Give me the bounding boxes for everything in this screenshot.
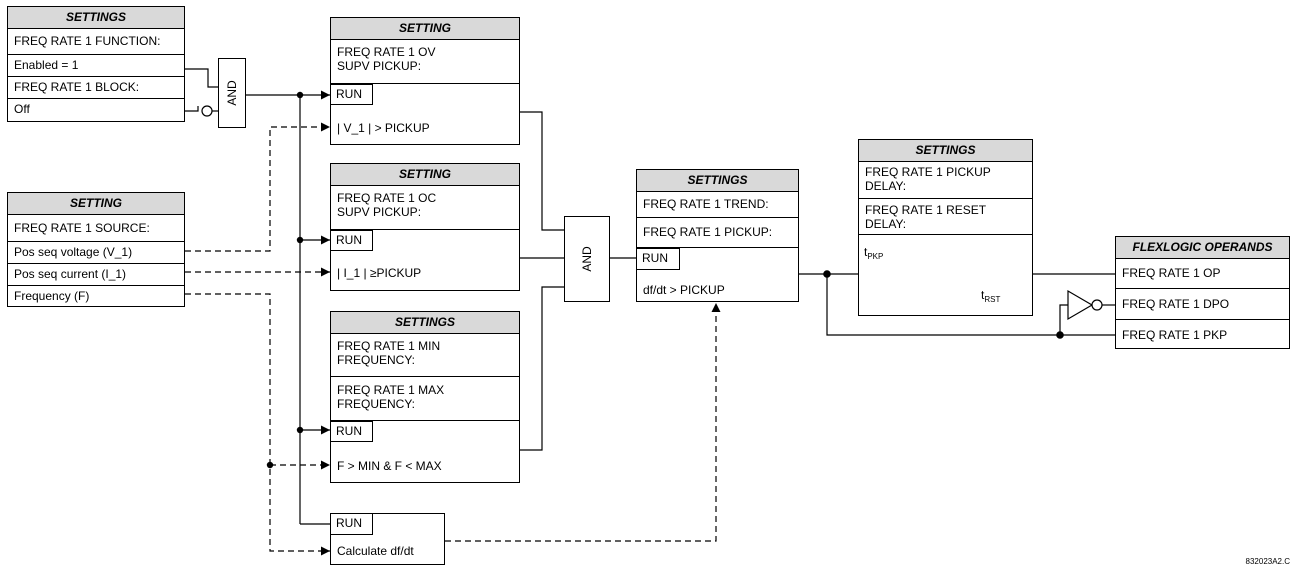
drawing-code: 832023A2.C xyxy=(1245,557,1290,566)
row-source: FREQ RATE 1 SOURCE: xyxy=(8,214,184,242)
row-function: FREQ RATE 1 FUNCTION: xyxy=(8,28,184,55)
box-header: SETTINGS xyxy=(637,170,798,192)
freq-condition: F > MIN & F < MAX xyxy=(337,459,442,473)
ov-pickup: FREQ RATE 1 OV SUPV PICKUP: xyxy=(331,39,519,84)
calc-label: Calculate df/dt xyxy=(337,544,414,558)
freq-run: RUN xyxy=(330,421,373,442)
inverter-bubble xyxy=(201,105,213,117)
oc-supv-box: SETTING FREQ RATE 1 OC SUPV PICKUP: RUN … xyxy=(330,163,520,291)
box-header: SETTING xyxy=(331,164,519,186)
trend-setting: FREQ RATE 1 TREND: xyxy=(637,191,798,218)
wire-pkp xyxy=(826,274,1115,336)
setting-source-box: SETTING FREQ RATE 1 SOURCE: Pos seq volt… xyxy=(7,192,185,307)
t-rst-t: t xyxy=(981,288,985,302)
and-gate-2: AND xyxy=(564,216,610,302)
operand-pkp: FREQ RATE 1 PKP xyxy=(1122,328,1228,342)
timer-reset-delay: FREQ RATE 1 RESET DELAY: xyxy=(859,199,1032,235)
row-off: Off xyxy=(14,102,30,116)
freq-limits-box: SETTINGS FREQ RATE 1 MIN FREQUENCY: FREQ… xyxy=(330,311,520,483)
and-gate-2-label: AND xyxy=(580,246,594,272)
and-gate-1: AND xyxy=(218,58,246,128)
oc-condition: | I_1 | ≥PICKUP xyxy=(337,266,422,280)
freq-max: FREQ RATE 1 MAX FREQUENCY: xyxy=(331,377,519,421)
t-rst-label: tRST xyxy=(981,288,1000,307)
oc-pickup: FREQ RATE 1 OC SUPV PICKUP: xyxy=(331,185,519,230)
t-pkp-t: t xyxy=(864,245,868,259)
t-pkp-sub: PKP xyxy=(867,252,884,261)
box-header: FLEXLOGIC OPERANDS xyxy=(1116,237,1289,259)
box-header: SETTING xyxy=(8,193,184,215)
wire-voltage xyxy=(185,122,330,252)
wire-freq-and2 xyxy=(520,286,564,451)
and-gate-1-label: AND xyxy=(225,80,239,106)
row-frequency: Frequency (F) xyxy=(14,289,90,303)
box-header: SETTINGS xyxy=(8,7,184,29)
wire-dfdt xyxy=(445,303,721,542)
timer-pickup-delay: FREQ RATE 1 PICKUP DELAY: xyxy=(859,161,1032,199)
box-header: SETTINGS xyxy=(331,312,519,334)
box-header: SETTING xyxy=(331,18,519,40)
wire-ov-and2 xyxy=(520,111,564,231)
t-pkp-label: tPKP xyxy=(864,245,883,264)
timer-box: SETTINGS FREQ RATE 1 PICKUP DELAY: FREQ … xyxy=(858,139,1033,316)
box-header: SETTINGS xyxy=(859,140,1032,162)
settings-function-box: SETTINGS FREQ RATE 1 FUNCTION: Enabled =… xyxy=(7,6,185,122)
operands-box: FLEXLOGIC OPERANDS FREQ RATE 1 OP FREQ R… xyxy=(1115,236,1290,349)
trend-box: SETTINGS FREQ RATE 1 TREND: FREQ RATE 1 … xyxy=(636,169,799,302)
oc-run: RUN xyxy=(330,230,373,251)
t-rst-sub: RST xyxy=(984,295,1001,304)
trend-condition: df/dt > PICKUP xyxy=(643,283,725,297)
ov-run: RUN xyxy=(330,84,373,105)
ov-condition: | V_1 | > PICKUP xyxy=(337,121,430,135)
ov-supv-box: SETTING FREQ RATE 1 OV SUPV PICKUP: RUN … xyxy=(330,17,520,145)
row-current: Pos seq current (I_1) xyxy=(8,264,184,286)
operand-op: FREQ RATE 1 OP xyxy=(1116,258,1289,289)
row-voltage: Pos seq voltage (V_1) xyxy=(8,242,184,264)
row-enabled: Enabled = 1 xyxy=(8,55,184,77)
trend-run: RUN xyxy=(636,248,680,270)
operand-dpo: FREQ RATE 1 DPO xyxy=(1116,289,1289,320)
freq-min: FREQ RATE 1 MIN FREQUENCY: xyxy=(331,333,519,377)
not-bubble xyxy=(1091,299,1103,311)
not-gate xyxy=(1067,289,1094,321)
wire-enabled-and1 xyxy=(185,68,218,88)
trend-pickup: FREQ RATE 1 PICKUP: xyxy=(637,218,798,248)
calc-run: RUN xyxy=(330,513,373,535)
wire-off-and1 xyxy=(185,106,199,112)
row-block: FREQ RATE 1 BLOCK: xyxy=(8,77,184,99)
wire-frequency xyxy=(185,293,330,556)
calc-box: RUN Calculate df/dt xyxy=(330,513,445,565)
